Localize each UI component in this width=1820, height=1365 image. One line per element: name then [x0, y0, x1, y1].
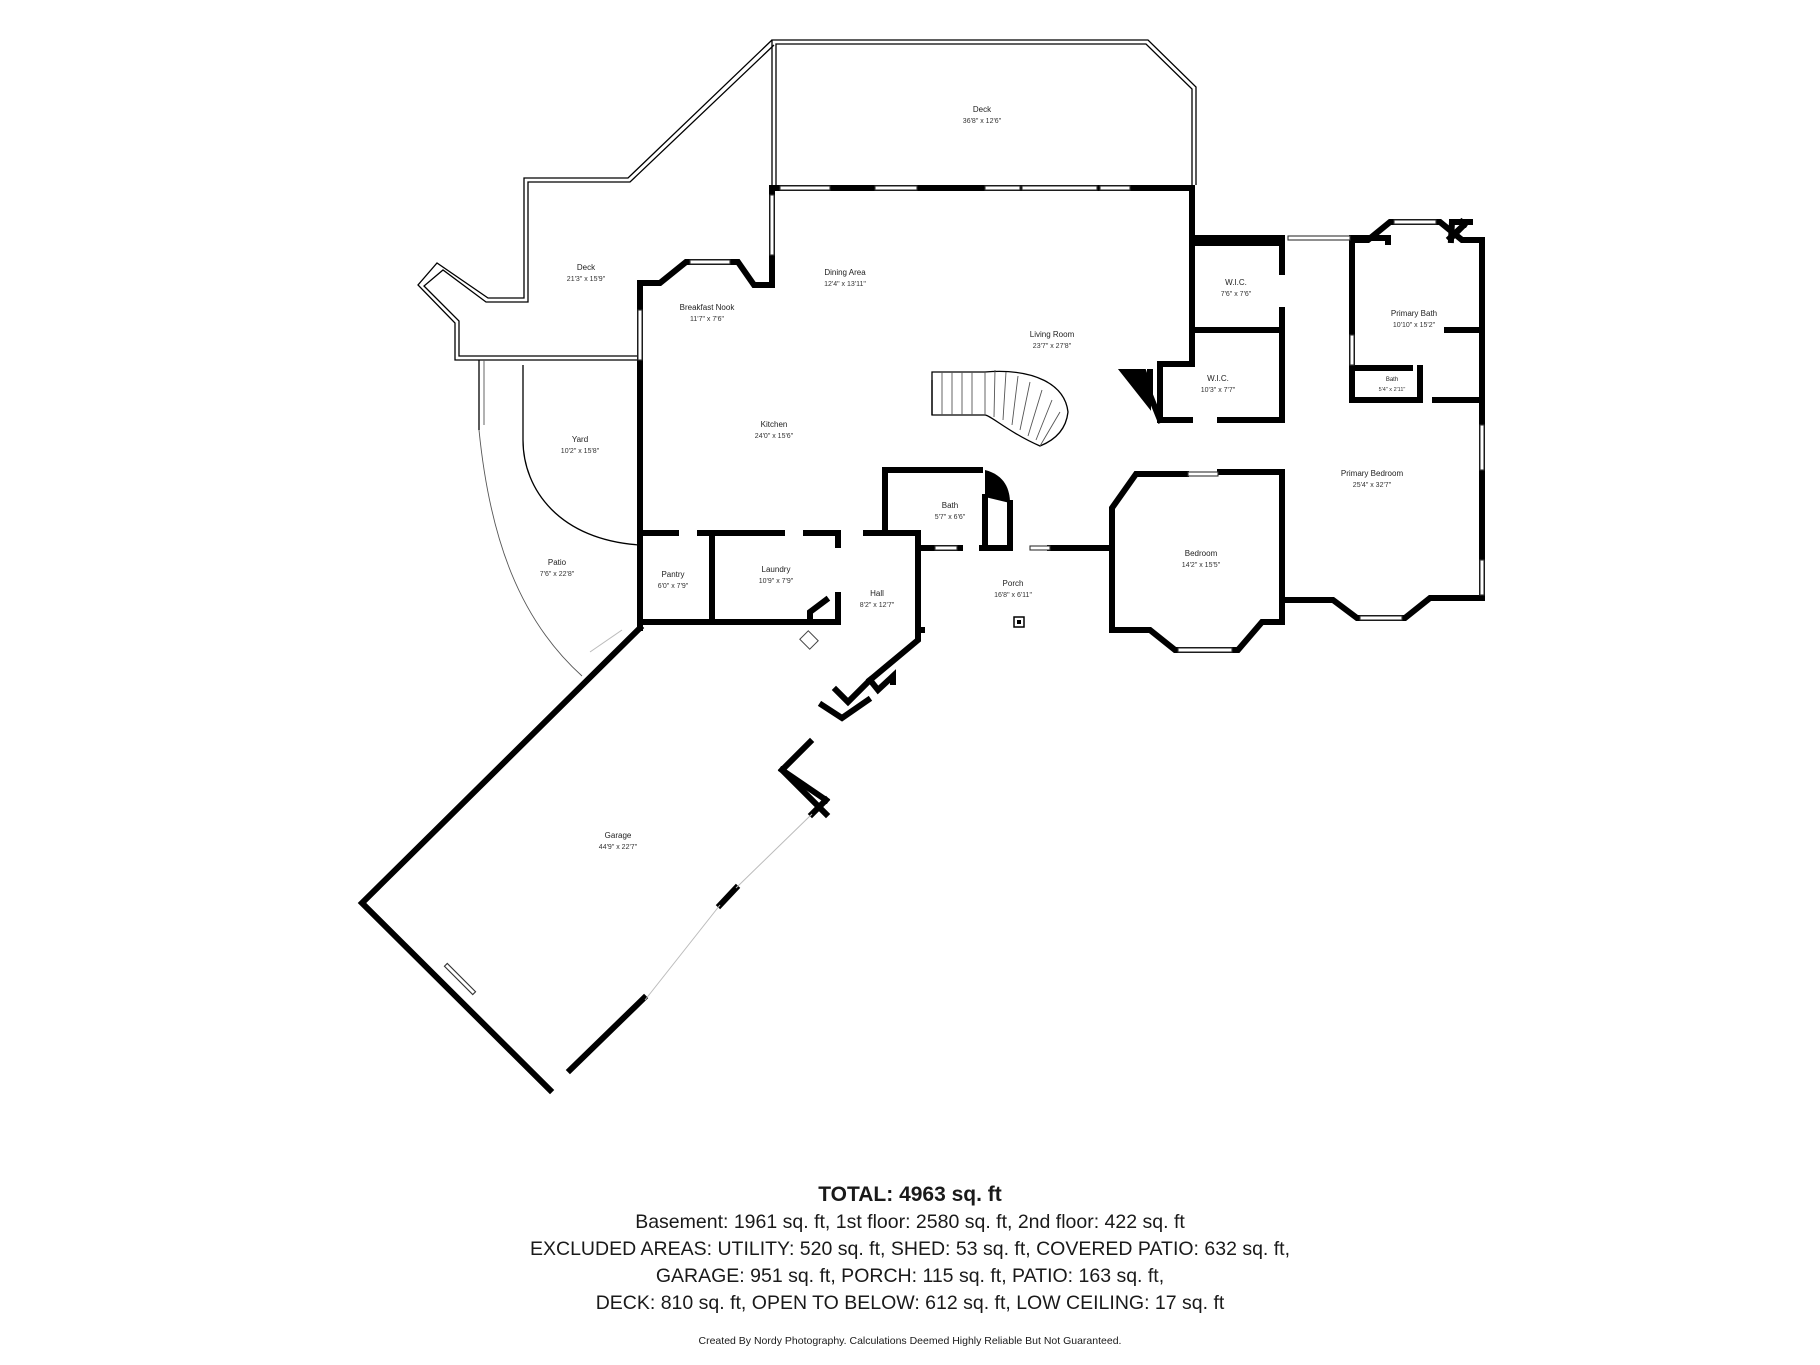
room-dims: 24'0" x 15'6" [755, 433, 794, 440]
room-name: Kitchen [761, 420, 788, 429]
room-dims: 21'3" x 15'9" [567, 276, 606, 283]
room-dims: 7'6" x 7'6" [1221, 291, 1252, 298]
room-name: Porch [1003, 579, 1024, 588]
room-dims: 10'3" x 7'7" [1201, 387, 1236, 394]
room-name: Patio [548, 558, 567, 567]
room-dims: 16'8" x 6'11" [994, 592, 1032, 599]
exterior-walls [637, 185, 1485, 653]
room-dims: 10'10" x 15'2" [1393, 322, 1436, 329]
room-name: Yard [572, 435, 588, 444]
deck-top-outline [771, 39, 1197, 185]
staircase [931, 369, 1069, 447]
floor-plan: Deck 36'8" x 12'6" Deck 21'3" x 15'9" Di… [357, 39, 1485, 1095]
room-dims: 5'7" x 6'6" [935, 514, 966, 521]
total-area: TOTAL: 4963 sq. ft [818, 1183, 1002, 1206]
excluded-areas-3: DECK: 810 sq. ft, OPEN TO BELOW: 612 sq.… [595, 1292, 1225, 1314]
area-summary: TOTAL: 4963 sq. ft Basement: 1961 sq. ft… [0, 1180, 1820, 1347]
windows [637, 185, 1485, 653]
fixture-marks [799, 616, 1025, 650]
room-name: Bath [942, 501, 958, 510]
excluded-areas-1: EXCLUDED AREAS: UTILITY: 520 sq. ft, SHE… [529, 1238, 1291, 1260]
deck-left-outline [417, 39, 775, 365]
room-name: Hall [870, 589, 884, 598]
room-name: Bedroom [1185, 549, 1218, 558]
garage-walls [357, 623, 896, 1095]
room-name: Garage [605, 831, 632, 840]
room-name: Deck [577, 263, 596, 272]
room-dims: 10'9" x 7'9" [759, 578, 794, 585]
room-dims: 5'4" x 2'11" [1379, 387, 1406, 393]
room-dims: 14'2" x 15'5" [1182, 562, 1221, 569]
room-name: Laundry [762, 565, 791, 574]
room-dims: 12'4" x 13'11" [824, 281, 866, 288]
room-name: Primary Bath [1391, 309, 1437, 318]
room-dims: 10'2" x 15'8" [561, 448, 600, 455]
room-name: Bath [1386, 377, 1398, 383]
room-labels: Deck 36'8" x 12'6" Deck 21'3" x 15'9" Di… [540, 105, 1437, 851]
room-dims: 11'7" x 7'6" [690, 316, 724, 323]
floor-areas: Basement: 1961 sq. ft, 1st floor: 2580 s… [635, 1211, 1185, 1233]
room-name: Deck [973, 105, 992, 114]
credit-line: Created By Nordy Photography. Calculatio… [698, 1335, 1122, 1347]
room-dims: 23'7" x 27'8" [1033, 343, 1072, 350]
room-dims: 6'0" x 7'9" [658, 583, 689, 590]
room-name: W.I.C. [1225, 278, 1247, 287]
room-name: Breakfast Nook [680, 303, 736, 312]
room-name: Dining Area [824, 268, 866, 277]
room-name: Pantry [661, 570, 684, 579]
room-dims: 25'4" x 32'7" [1353, 482, 1392, 489]
room-name: Living Room [1030, 330, 1075, 339]
yard-outline [478, 360, 641, 546]
room-dims: 7'6" x 22'8" [540, 571, 575, 578]
patio-outline [478, 429, 583, 677]
room-name: W.I.C. [1207, 374, 1229, 383]
room-dims: 36'8" x 12'6" [963, 118, 1002, 125]
room-name: Primary Bedroom [1341, 469, 1404, 478]
excluded-areas-2: GARAGE: 951 sq. ft, PORCH: 115 sq. ft, P… [655, 1265, 1165, 1287]
room-dims: 8'2" x 12'7" [860, 602, 895, 609]
room-dims: 44'9" x 22'7" [599, 844, 638, 851]
